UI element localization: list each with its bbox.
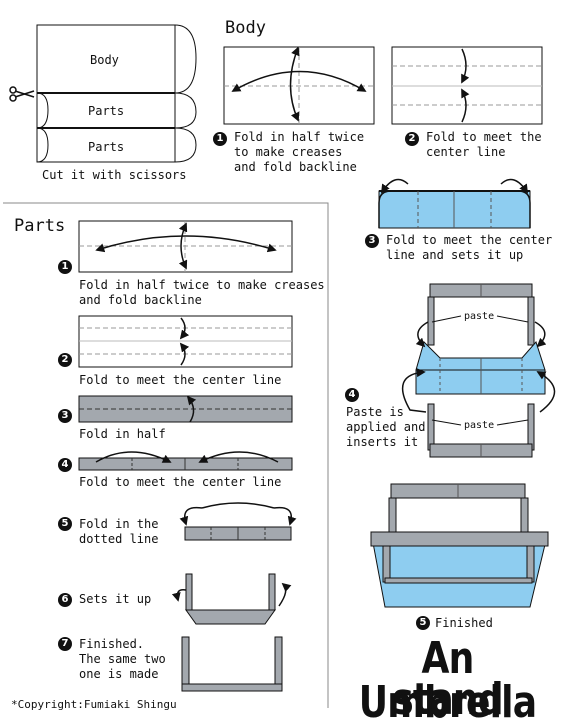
parts-step3-text: Fold in half <box>79 427 166 441</box>
body-step3-text: Fold to meet the center line and sets it… <box>386 233 553 262</box>
parts-step7-text: Finished. The same two one is made <box>79 637 166 681</box>
scissors-icon <box>9 86 35 102</box>
parts-step1-diagram <box>78 220 293 273</box>
parts-step4-diagram <box>78 451 293 471</box>
body-step4-text: Paste is applied and inserts it <box>346 405 426 449</box>
parts-heading: Parts <box>14 216 66 236</box>
parts-step6-number: 6 <box>58 593 72 607</box>
body-step3-diagram <box>378 178 531 229</box>
intro-label-parts-2: Parts <box>88 140 125 154</box>
parts-step6-text: Sets it up <box>79 592 152 606</box>
parts-step2-diagram <box>78 315 293 368</box>
body-step2-number: 2 <box>405 132 419 146</box>
copyright-text: *Copyright:Fumiaki Shingu <box>11 698 177 711</box>
parts-step4-number: 4 <box>58 458 72 472</box>
parts-step5-text: Fold in the dotted line <box>79 517 159 546</box>
body-step5-text: Finished <box>435 616 493 630</box>
body-step2-text: Fold to meet the center line <box>426 130 542 159</box>
body-step1-number: 1 <box>213 132 227 146</box>
body-step4-lower-part <box>427 403 535 458</box>
paste-label-2: paste <box>464 420 495 431</box>
finished-stand-diagram <box>370 483 549 608</box>
parts-step5-number: 5 <box>58 517 72 531</box>
parts-step7-number: 7 <box>58 637 72 651</box>
parts-step4-text: Fold to meet the center line <box>79 475 282 489</box>
intro-caption: Cut it with scissors <box>42 168 187 182</box>
body-step4-upper-part <box>427 283 535 346</box>
intro-label-body: Body <box>90 53 119 67</box>
intro-label-parts-1: Parts <box>88 104 125 118</box>
parts-step7-diagram <box>181 636 283 692</box>
parts-step3-diagram <box>78 395 293 423</box>
parts-step2-text: Fold to meet the center line <box>79 373 282 387</box>
body-step2-diagram <box>391 46 543 125</box>
parts-step1-number: 1 <box>58 260 72 274</box>
parts-step1-text: Fold in half twice to make creases and f… <box>79 278 325 307</box>
paste-label-1: paste <box>464 311 495 322</box>
body-step4-body <box>415 341 546 395</box>
body-step1-diagram <box>223 46 375 125</box>
parts-frame <box>3 202 329 708</box>
paste-arrows <box>401 315 556 426</box>
body-heading: Body <box>225 18 266 38</box>
body-step1-text: Fold in half twice to make creases and f… <box>234 130 365 174</box>
parts-step3-number: 3 <box>58 409 72 423</box>
title-line-2: stand <box>392 674 503 725</box>
parts-step6-diagram <box>171 573 292 625</box>
parts-step5-diagram <box>179 502 297 541</box>
title-line-1: An Umbrella <box>358 633 537 728</box>
body-step4-number: 4 <box>345 388 359 402</box>
parts-step2-number: 2 <box>58 353 72 367</box>
intro-paper <box>36 24 197 163</box>
body-step5-number: 5 <box>416 616 430 630</box>
body-step3-number: 3 <box>365 234 379 248</box>
